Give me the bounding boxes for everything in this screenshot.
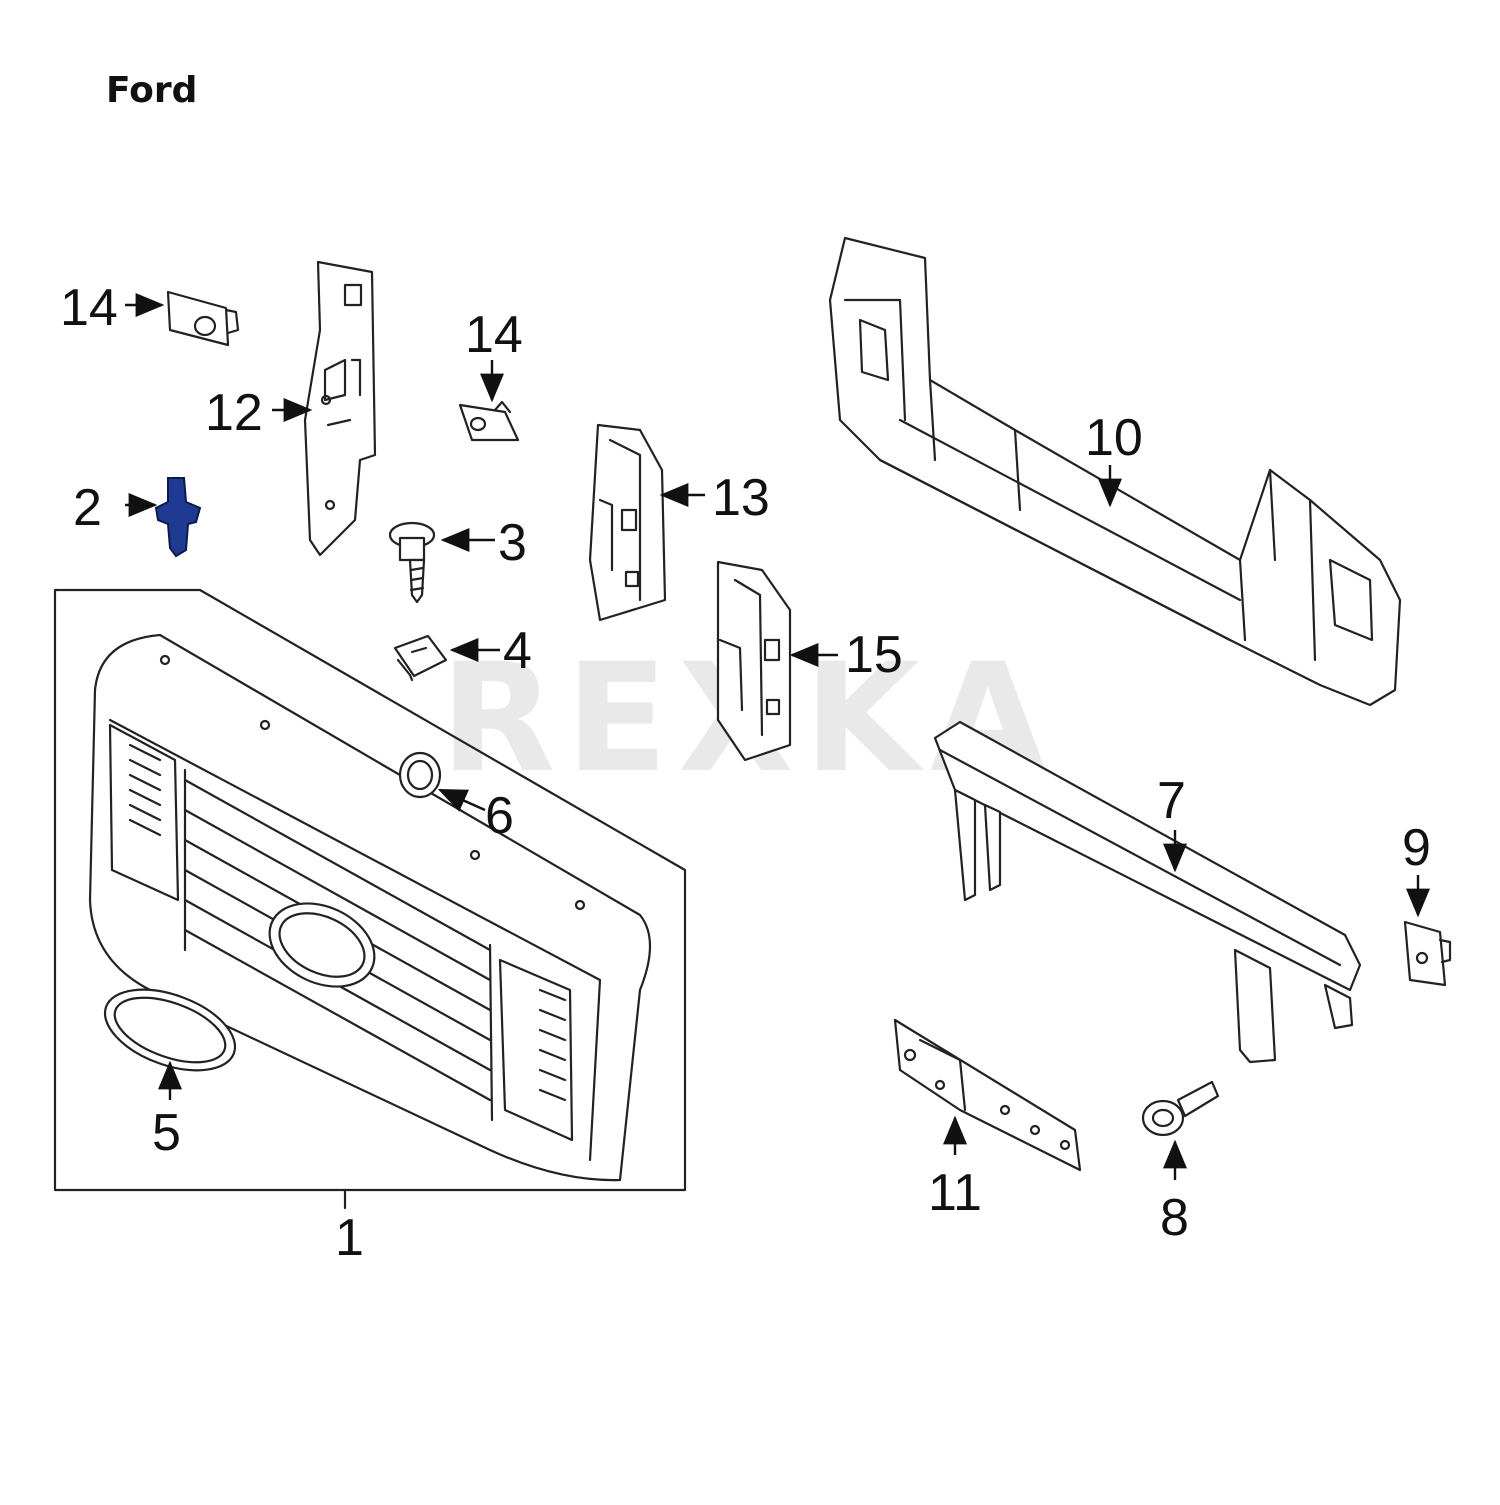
leader-arrows: [125, 293, 1430, 1180]
callout-14-left: 14: [60, 279, 118, 337]
part-13-bracket[interactable]: [588, 423, 667, 622]
callout-12: 12: [205, 384, 263, 442]
callout-7: 7: [1157, 772, 1186, 830]
part-14-clip-center[interactable]: [458, 400, 520, 442]
part-11-bracket[interactable]: [893, 1018, 1082, 1172]
callout-8: 8: [1160, 1189, 1189, 1247]
part-7-support-bar[interactable]: [933, 720, 1362, 1064]
callout-3: 3: [498, 514, 527, 572]
callout-6: 6: [485, 787, 514, 845]
callout-9: 9: [1402, 819, 1431, 877]
part-14-clip-left[interactable]: [166, 290, 240, 347]
part-1-grille-assembly[interactable]: [53, 588, 687, 1210]
callout-4: 4: [503, 622, 532, 680]
callout-13: 13: [712, 469, 770, 527]
part-8-bolt[interactable]: [1141, 1080, 1220, 1137]
part-12-bracket[interactable]: [303, 260, 377, 557]
brand-label: Ford: [106, 70, 198, 111]
callout-10: 10: [1085, 409, 1143, 467]
callout-numbers: 1 2 3 4 5 6 7 8 9 10 11 12 13 14 14 15: [60, 279, 1431, 1267]
callout-15: 15: [845, 626, 903, 684]
callout-14-center: 14: [465, 306, 523, 364]
part-2-push-pin[interactable]: [154, 477, 202, 558]
part-9-clip[interactable]: [1403, 920, 1452, 987]
callout-5: 5: [152, 1104, 181, 1162]
part-15-bracket[interactable]: [716, 560, 792, 762]
part-10-reinforcement[interactable]: [828, 236, 1402, 707]
callout-1: 1: [335, 1209, 364, 1267]
part-3-bolt[interactable]: [388, 521, 436, 604]
part-4-clip-nut[interactable]: [393, 634, 448, 682]
part-6-grommet[interactable]: [398, 751, 442, 799]
callout-2: 2: [73, 479, 102, 537]
callout-11: 11: [928, 1164, 982, 1222]
